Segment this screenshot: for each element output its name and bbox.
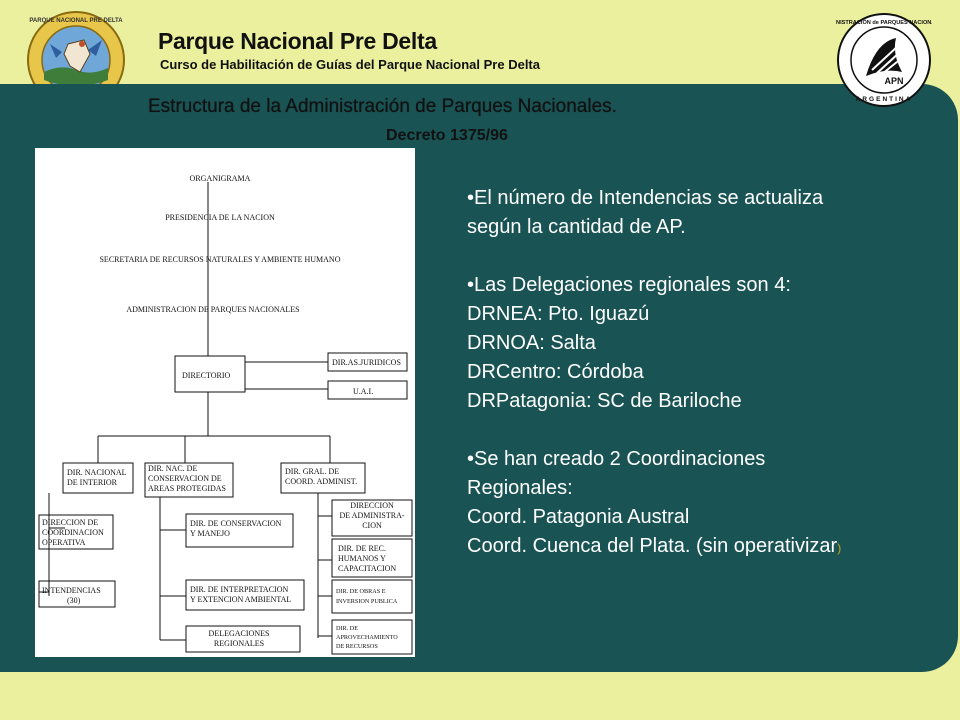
org-dir-gral-coord-2: COORD. ADMINIST.: [285, 477, 357, 486]
org-direccion-coordinacion-1: DIRECCION DE: [42, 518, 98, 527]
bullet-trailing-paren: ): [837, 541, 842, 555]
bullet-line: DRPatagonia: SC de Bariloche: [467, 390, 742, 412]
slide-subtitle: Decreto 1375/96: [386, 127, 508, 144]
org-dir-interpretacion-1: DIR. DE INTERPRETACION: [190, 585, 288, 594]
bullet-line: DRCentro: Córdoba: [467, 361, 644, 383]
org-dir-interpretacion-2: Y EXTENCION AMBIENTAL: [190, 595, 291, 604]
bullet-line: según la cantidad de AP.: [467, 216, 686, 238]
org-dir-nacional-interior-2: DE INTERIOR: [67, 478, 118, 487]
org-dir-rec-humanos-2: HUMANOS Y: [338, 554, 386, 563]
org-dir-obras-1: DIR. DE OBRAS E: [336, 588, 386, 595]
org-level-apn: ADMINISTRACION DE PARQUES NACIONALES: [126, 305, 299, 314]
org-dir-rec-humanos-1: DIR. DE REC.: [338, 544, 386, 553]
org-direccion-coordinacion-3: OPERATIVA: [42, 538, 86, 547]
bullet-list: •El número de Intendencias se actualiza …: [467, 184, 937, 592]
right-logo-center-text: APN: [884, 76, 903, 86]
org-uai: U.A.I.: [353, 387, 373, 396]
org-level-presidencia: PRESIDENCIA DE LA NACION: [165, 213, 275, 222]
bullet-line: Coord. Patagonia Austral: [467, 506, 690, 528]
org-dir-nacional-interior-1: DIR. NACIONAL: [67, 468, 127, 477]
bullet-line: DRNOA: Salta: [467, 332, 596, 354]
org-level-secretaria: SECRETARIA DE RECURSOS NATURALES Y AMBIE…: [99, 255, 340, 264]
org-delegaciones-1: DELEGACIONES: [209, 629, 270, 638]
bullet-line: •Las Delegaciones regionales son 4:: [467, 274, 791, 296]
bullet-line: •Se han creado 2 Coordinaciones: [467, 448, 766, 470]
org-dir-aprovechamiento-3: DE RECURSOS: [336, 643, 378, 650]
org-directorio: DIRECTORIO: [182, 371, 231, 380]
right-logo-bottom-text: ARGENTINA: [856, 96, 913, 103]
org-header: ORGANIGRAMA: [190, 174, 251, 183]
org-dir-aprovechamiento-1: DIR. DE: [336, 625, 358, 632]
org-dir-nac-conservacion-3: AREAS PROTEGIDAS: [148, 484, 226, 493]
org-dir-conservacion-manejo-2: Y MANEJO: [190, 529, 230, 538]
org-direccion-administracion-3: CION: [362, 521, 382, 530]
organigrama-chart: ORGANIGRAMA PRESIDENCIA DE LA NACION SEC…: [35, 148, 415, 657]
header-subtitle: Curso de Habilitación de Guías del Parqu…: [160, 57, 540, 72]
bullet-line-last: Coord. Cuenca del Plata. (sin operativiz…: [467, 532, 937, 563]
left-logo-top-text: PARQUE NACIONAL PRE DELTA: [29, 18, 123, 24]
org-dir-nac-conservacion-2: CONSERVACION DE: [148, 474, 222, 483]
org-dir-gral-coord-1: DIR. GRAL. DE: [285, 467, 339, 476]
org-direccion-administracion-2: DE ADMINISTRA-: [339, 511, 404, 520]
org-dir-aprovechamiento-2: APROVECHAMIENTO: [336, 634, 398, 641]
bullet-line: DRNEA: Pto. Iguazú: [467, 303, 650, 325]
apn-logo: ADMINISTRACIÓN de PARQUES NACIONALES APN…: [822, 12, 947, 108]
org-dir-conservacion-manejo-1: DIR. DE CONSERVACION: [190, 519, 282, 528]
org-intendencias-2: (30): [67, 596, 81, 605]
bullet-line: Regionales:: [467, 477, 573, 499]
bullet-line: •El número de Intendencias se actualiza: [467, 187, 824, 209]
org-dir-nac-conservacion-1: DIR. NAC. DE: [148, 464, 197, 473]
org-dir-obras-2: INVERSION PUBLICA: [336, 598, 398, 605]
right-logo-top-text: ADMINISTRACIÓN de PARQUES NACIONALES: [836, 18, 932, 26]
org-direccion-administracion-1: DIRECCION: [350, 501, 394, 510]
org-dir-juridicos: DIR.AS.JURIDICOS: [332, 358, 401, 367]
slide-title-text: Estructura de la Administración de Parqu…: [148, 96, 617, 117]
org-direccion-coordinacion-2: COORDINACION: [42, 528, 104, 537]
bullet-delegaciones: •Las Delegaciones regionales son 4: DRNE…: [467, 271, 937, 416]
bullet-coordinaciones: •Se han creado 2 Coordinaciones Regional…: [467, 445, 937, 563]
bullet-line-text: Coord. Cuenca del Plata. (sin operativiz…: [467, 535, 838, 557]
header-title: Parque Nacional Pre Delta: [158, 28, 437, 54]
bullet-intendencias: •El número de Intendencias se actualiza …: [467, 184, 937, 242]
org-intendencias-1: INTENDENCIAS: [42, 586, 101, 595]
org-delegaciones-2: REGIONALES: [214, 639, 264, 648]
org-dir-rec-humanos-3: CAPACITACION: [338, 564, 396, 573]
